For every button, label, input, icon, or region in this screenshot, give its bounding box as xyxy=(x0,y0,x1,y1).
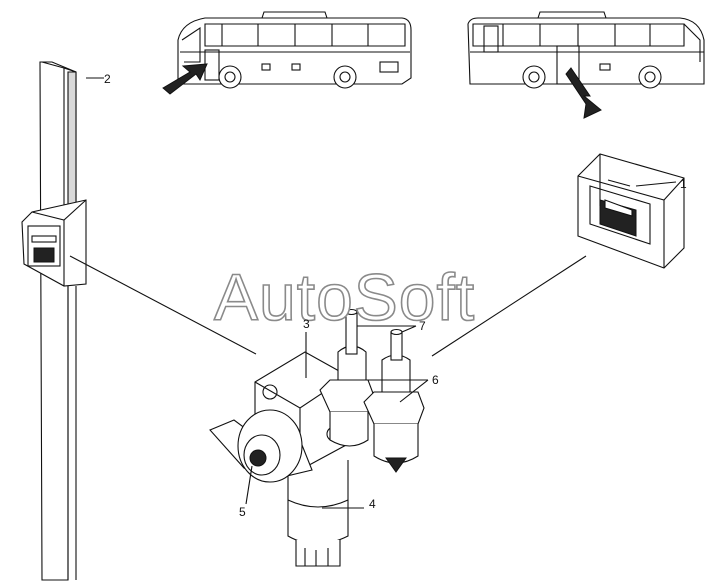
leader-lines xyxy=(69,77,677,509)
callout-2: 2 xyxy=(104,72,111,86)
switch-module xyxy=(577,153,685,269)
callout-1: 1 xyxy=(680,177,687,191)
callout-6: 6 xyxy=(432,373,439,387)
bus-right-view xyxy=(467,11,705,119)
callout-5: 5 xyxy=(239,505,246,519)
valve-assembly xyxy=(209,308,425,567)
watermark: AutoSoft xyxy=(214,260,475,334)
callout-7: 7 xyxy=(419,319,426,333)
callout-3: 3 xyxy=(303,317,310,331)
trim-panel-pillar xyxy=(21,61,87,581)
bus-left-view xyxy=(162,11,412,95)
callout-4: 4 xyxy=(369,497,376,511)
